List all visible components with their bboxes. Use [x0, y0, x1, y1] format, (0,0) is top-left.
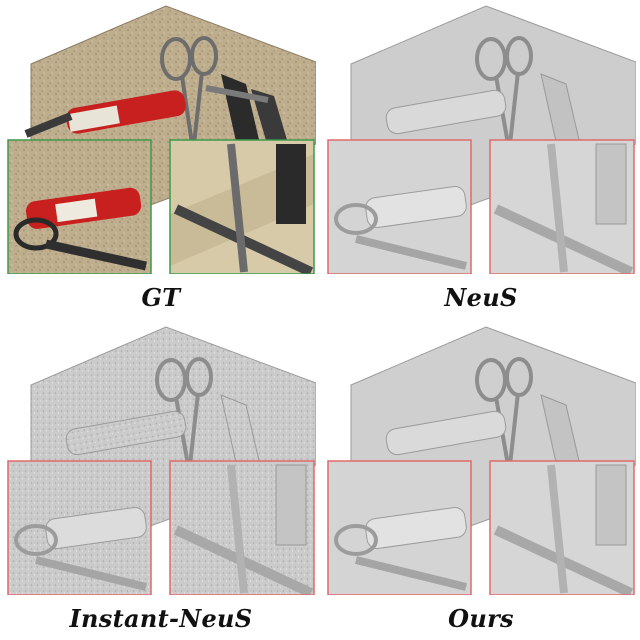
instant-neus-mesh [6, 325, 316, 595]
ours-mesh [326, 325, 636, 595]
caption-neus: NeuS [444, 283, 518, 312]
panel-instant-neus [6, 325, 316, 595]
caption-instant-neus: Instant-NeuS [69, 604, 253, 633]
mesh-handle [385, 89, 507, 135]
caption-gt: GT [141, 283, 181, 312]
panel-neus [326, 4, 636, 274]
caption-ours: Ours [448, 604, 514, 633]
instant-inset-left [7, 460, 152, 595]
panel-ours [326, 325, 636, 595]
ours-inset-right [489, 460, 635, 595]
mesh-handle [385, 410, 507, 456]
ours-inset-left [327, 460, 472, 595]
gt-inset-right [169, 139, 315, 274]
scissors-top [160, 36, 218, 145]
red-handle-tool [24, 90, 186, 138]
mesh-handle [65, 410, 187, 456]
instant-inset-right [169, 460, 315, 595]
neus-mesh [326, 4, 636, 274]
mesh-scissors [155, 357, 213, 466]
panel-gt [6, 4, 316, 274]
gt-photo [6, 4, 316, 274]
neus-inset-left [327, 139, 472, 274]
neus-inset-right [489, 139, 635, 274]
gt-inset-left [7, 139, 152, 274]
